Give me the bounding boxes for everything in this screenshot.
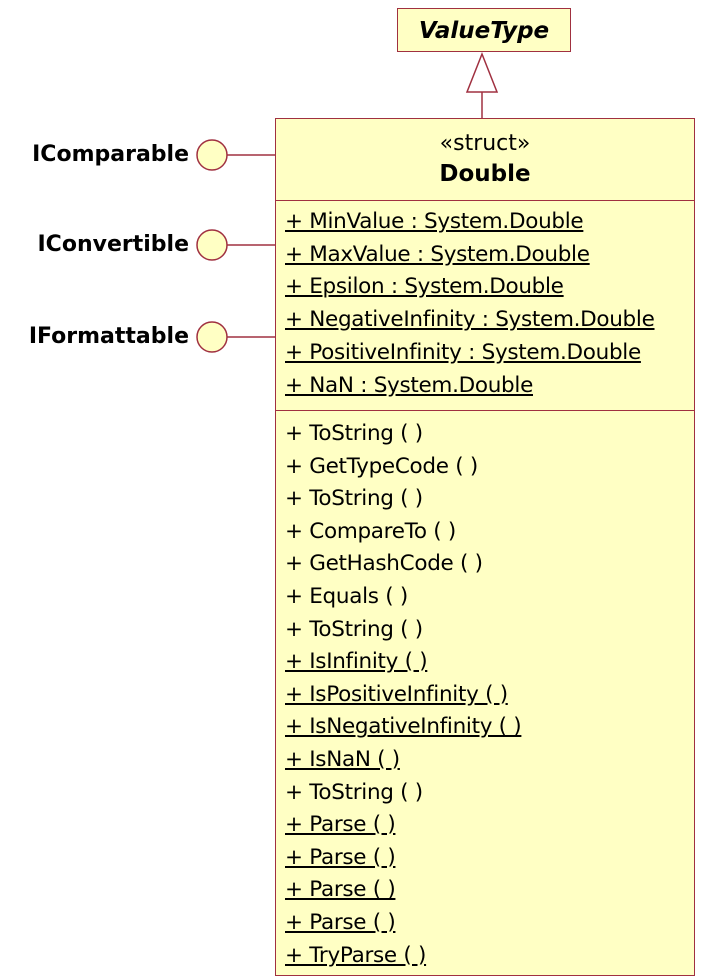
interface-lollipop-iconvertible: [196, 229, 228, 261]
operations-divider: [276, 410, 694, 411]
interface-lollipop-iformattable: [196, 321, 228, 353]
operation-row: + ToString ( ): [285, 486, 423, 512]
generalization-arrowhead: [465, 51, 499, 93]
operation-row: + TryParse ( ): [285, 942, 427, 968]
operation-row: + Parse ( ): [285, 844, 396, 870]
attribute-row: + Epsilon : System.Double: [285, 274, 564, 300]
attribute-row: + MinValue : System.Double: [285, 209, 584, 234]
parent-class-box: ValueType: [397, 8, 571, 52]
attribute-row: + NaN : System.Double: [285, 372, 533, 398]
operation-row: + GetTypeCode ( ): [285, 453, 478, 479]
operation-row: + IsNegativeInfinity ( ): [285, 714, 522, 740]
parent-class-name: ValueType: [418, 18, 550, 44]
operation-row: + IsPositiveInfinity ( ): [285, 681, 508, 707]
attribute-row: + NegativeInfinity : System.Double: [285, 307, 655, 333]
attribute-row: + MaxValue : System.Double: [285, 241, 590, 267]
interface-lollipop-icomparable: [196, 139, 228, 171]
operation-row: + Parse ( ): [285, 877, 396, 903]
operation-row: + ToString ( ): [285, 421, 423, 446]
class-name: Double: [439, 161, 531, 187]
operation-row: + Equals ( ): [285, 584, 408, 609]
operation-row: + CompareTo ( ): [285, 518, 456, 544]
interface-label-iformattable: IFormattable: [28, 324, 189, 349]
struct-class-box: «struct» Double + MinValue : System.Doub…: [275, 118, 695, 976]
operation-row: + IsInfinity ( ): [285, 649, 428, 675]
operation-row: + IsNaN ( ): [285, 747, 400, 772]
operation-row: + Parse ( ): [285, 910, 396, 935]
operation-row: + Parse ( ): [285, 812, 396, 838]
operation-row: + ToString ( ): [285, 779, 423, 805]
attributes-divider: [276, 200, 694, 201]
interface-label-iconvertible: IConvertible: [37, 232, 190, 257]
operation-row: + ToString ( ): [285, 616, 423, 642]
interface-label-icomparable: IComparable: [32, 142, 189, 167]
attribute-row: + PositiveInfinity : System.Double: [285, 339, 641, 365]
operation-row: + GetHashCode ( ): [285, 551, 483, 577]
class-stereotype: «struct»: [439, 131, 531, 156]
